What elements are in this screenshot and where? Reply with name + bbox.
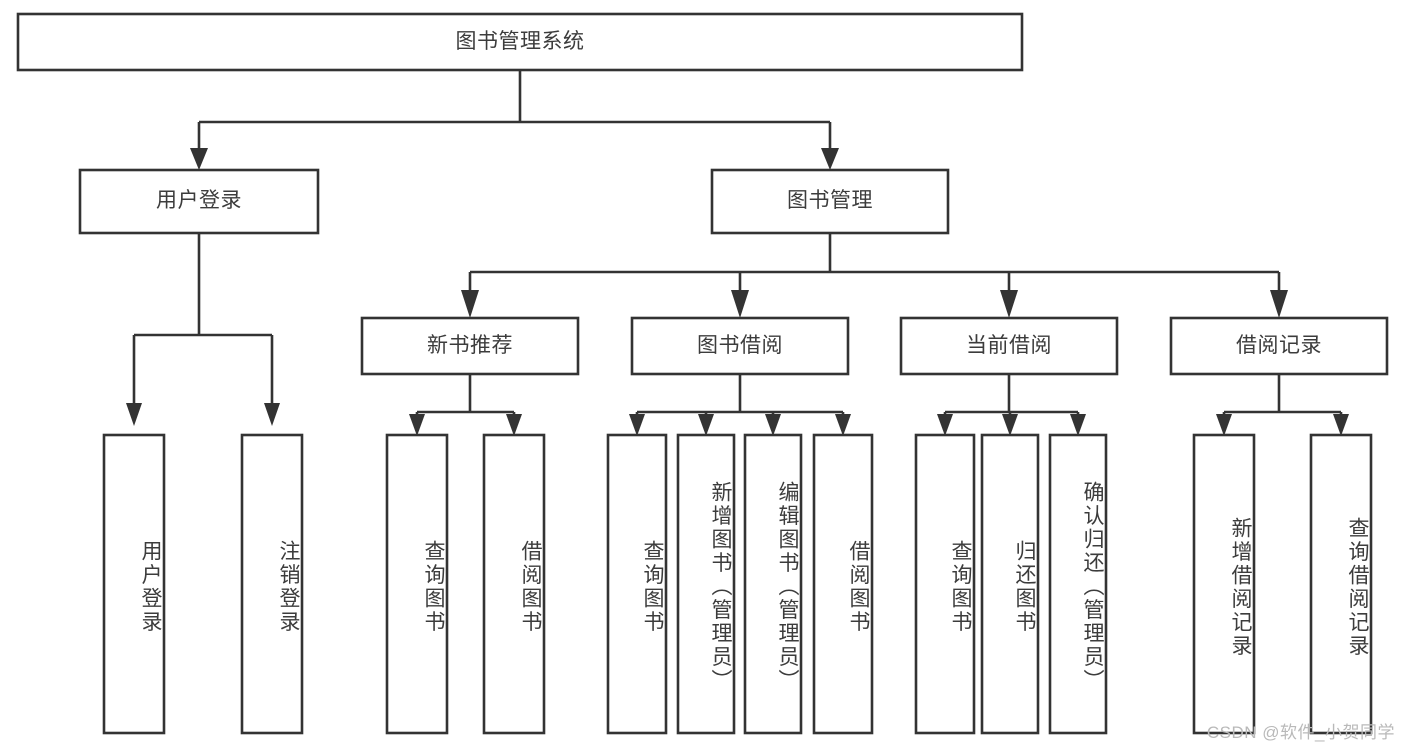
arrow-head-leaf-user-login (126, 403, 142, 426)
connector-group-borrow-record (1216, 374, 1349, 436)
node-box-leaf-query-book-1[interactable] (385, 433, 449, 735)
node-box-root[interactable] (16, 12, 1024, 72)
arrow-head-leaf-return-book (1002, 414, 1018, 436)
node-box-leaf-add-book[interactable] (676, 433, 736, 735)
arrow-head-book-borrow (731, 290, 749, 318)
arrow-head-leaf-edit-book (765, 414, 781, 436)
arrow-head-leaf-add-record (1216, 414, 1232, 436)
node-box-leaf-confirm-return[interactable] (1048, 433, 1108, 735)
arrow-head-leaf-query-record (1333, 414, 1349, 436)
arrow-head-current-borrow (1000, 290, 1018, 318)
connector-group-new-book-recommend (409, 374, 522, 436)
connector-group-user-login (126, 233, 280, 426)
arrow-head-leaf-borrow-book-2 (835, 414, 851, 436)
arrow-head-leaf-add-book (698, 414, 714, 436)
connector-group-current-borrow (937, 374, 1086, 436)
node-box-leaf-logout[interactable] (240, 433, 304, 735)
node-box-new-book-recommend[interactable] (360, 316, 580, 376)
node-box-book-borrow[interactable] (630, 316, 850, 376)
node-box-leaf-edit-book[interactable] (743, 433, 803, 735)
connector-group-root-to-level2 (190, 70, 839, 170)
node-box-leaf-add-record[interactable] (1192, 433, 1256, 735)
node-box-leaf-query-book-3[interactable] (914, 433, 976, 735)
watermark-text: CSDN @软件_小贺同学 (1206, 723, 1395, 742)
arrow-head-leaf-query-book-3 (937, 414, 953, 436)
arrow-head-user-login (190, 148, 208, 170)
arrow-head-leaf-borrow-book-1 (506, 414, 522, 436)
node-box-leaf-user-login[interactable] (102, 433, 166, 735)
arrow-head-leaf-logout (264, 403, 280, 426)
arrow-head-new-book-recommend (461, 290, 479, 318)
node-box-leaf-query-record[interactable] (1309, 433, 1373, 735)
arrow-head-leaf-confirm-return (1070, 414, 1086, 436)
arrow-head-book-manage (821, 148, 839, 170)
node-box-leaf-borrow-book-1[interactable] (482, 433, 546, 735)
node-box-leaf-return-book[interactable] (980, 433, 1040, 735)
node-box-book-manage[interactable] (710, 168, 950, 235)
arrow-head-leaf-query-book-2 (629, 414, 645, 436)
arrow-head-borrow-record (1270, 290, 1288, 318)
node-box-leaf-query-book-2[interactable] (606, 433, 668, 735)
connector-group-book-borrow (629, 374, 851, 436)
node-box-leaf-borrow-book-2[interactable] (812, 433, 874, 735)
node-box-user-login[interactable] (78, 168, 320, 235)
connector-group-book-manage (461, 233, 1288, 318)
node-box-borrow-record[interactable] (1169, 316, 1389, 376)
arrow-head-leaf-query-book-1 (409, 414, 425, 436)
node-box-current-borrow[interactable] (899, 316, 1119, 376)
